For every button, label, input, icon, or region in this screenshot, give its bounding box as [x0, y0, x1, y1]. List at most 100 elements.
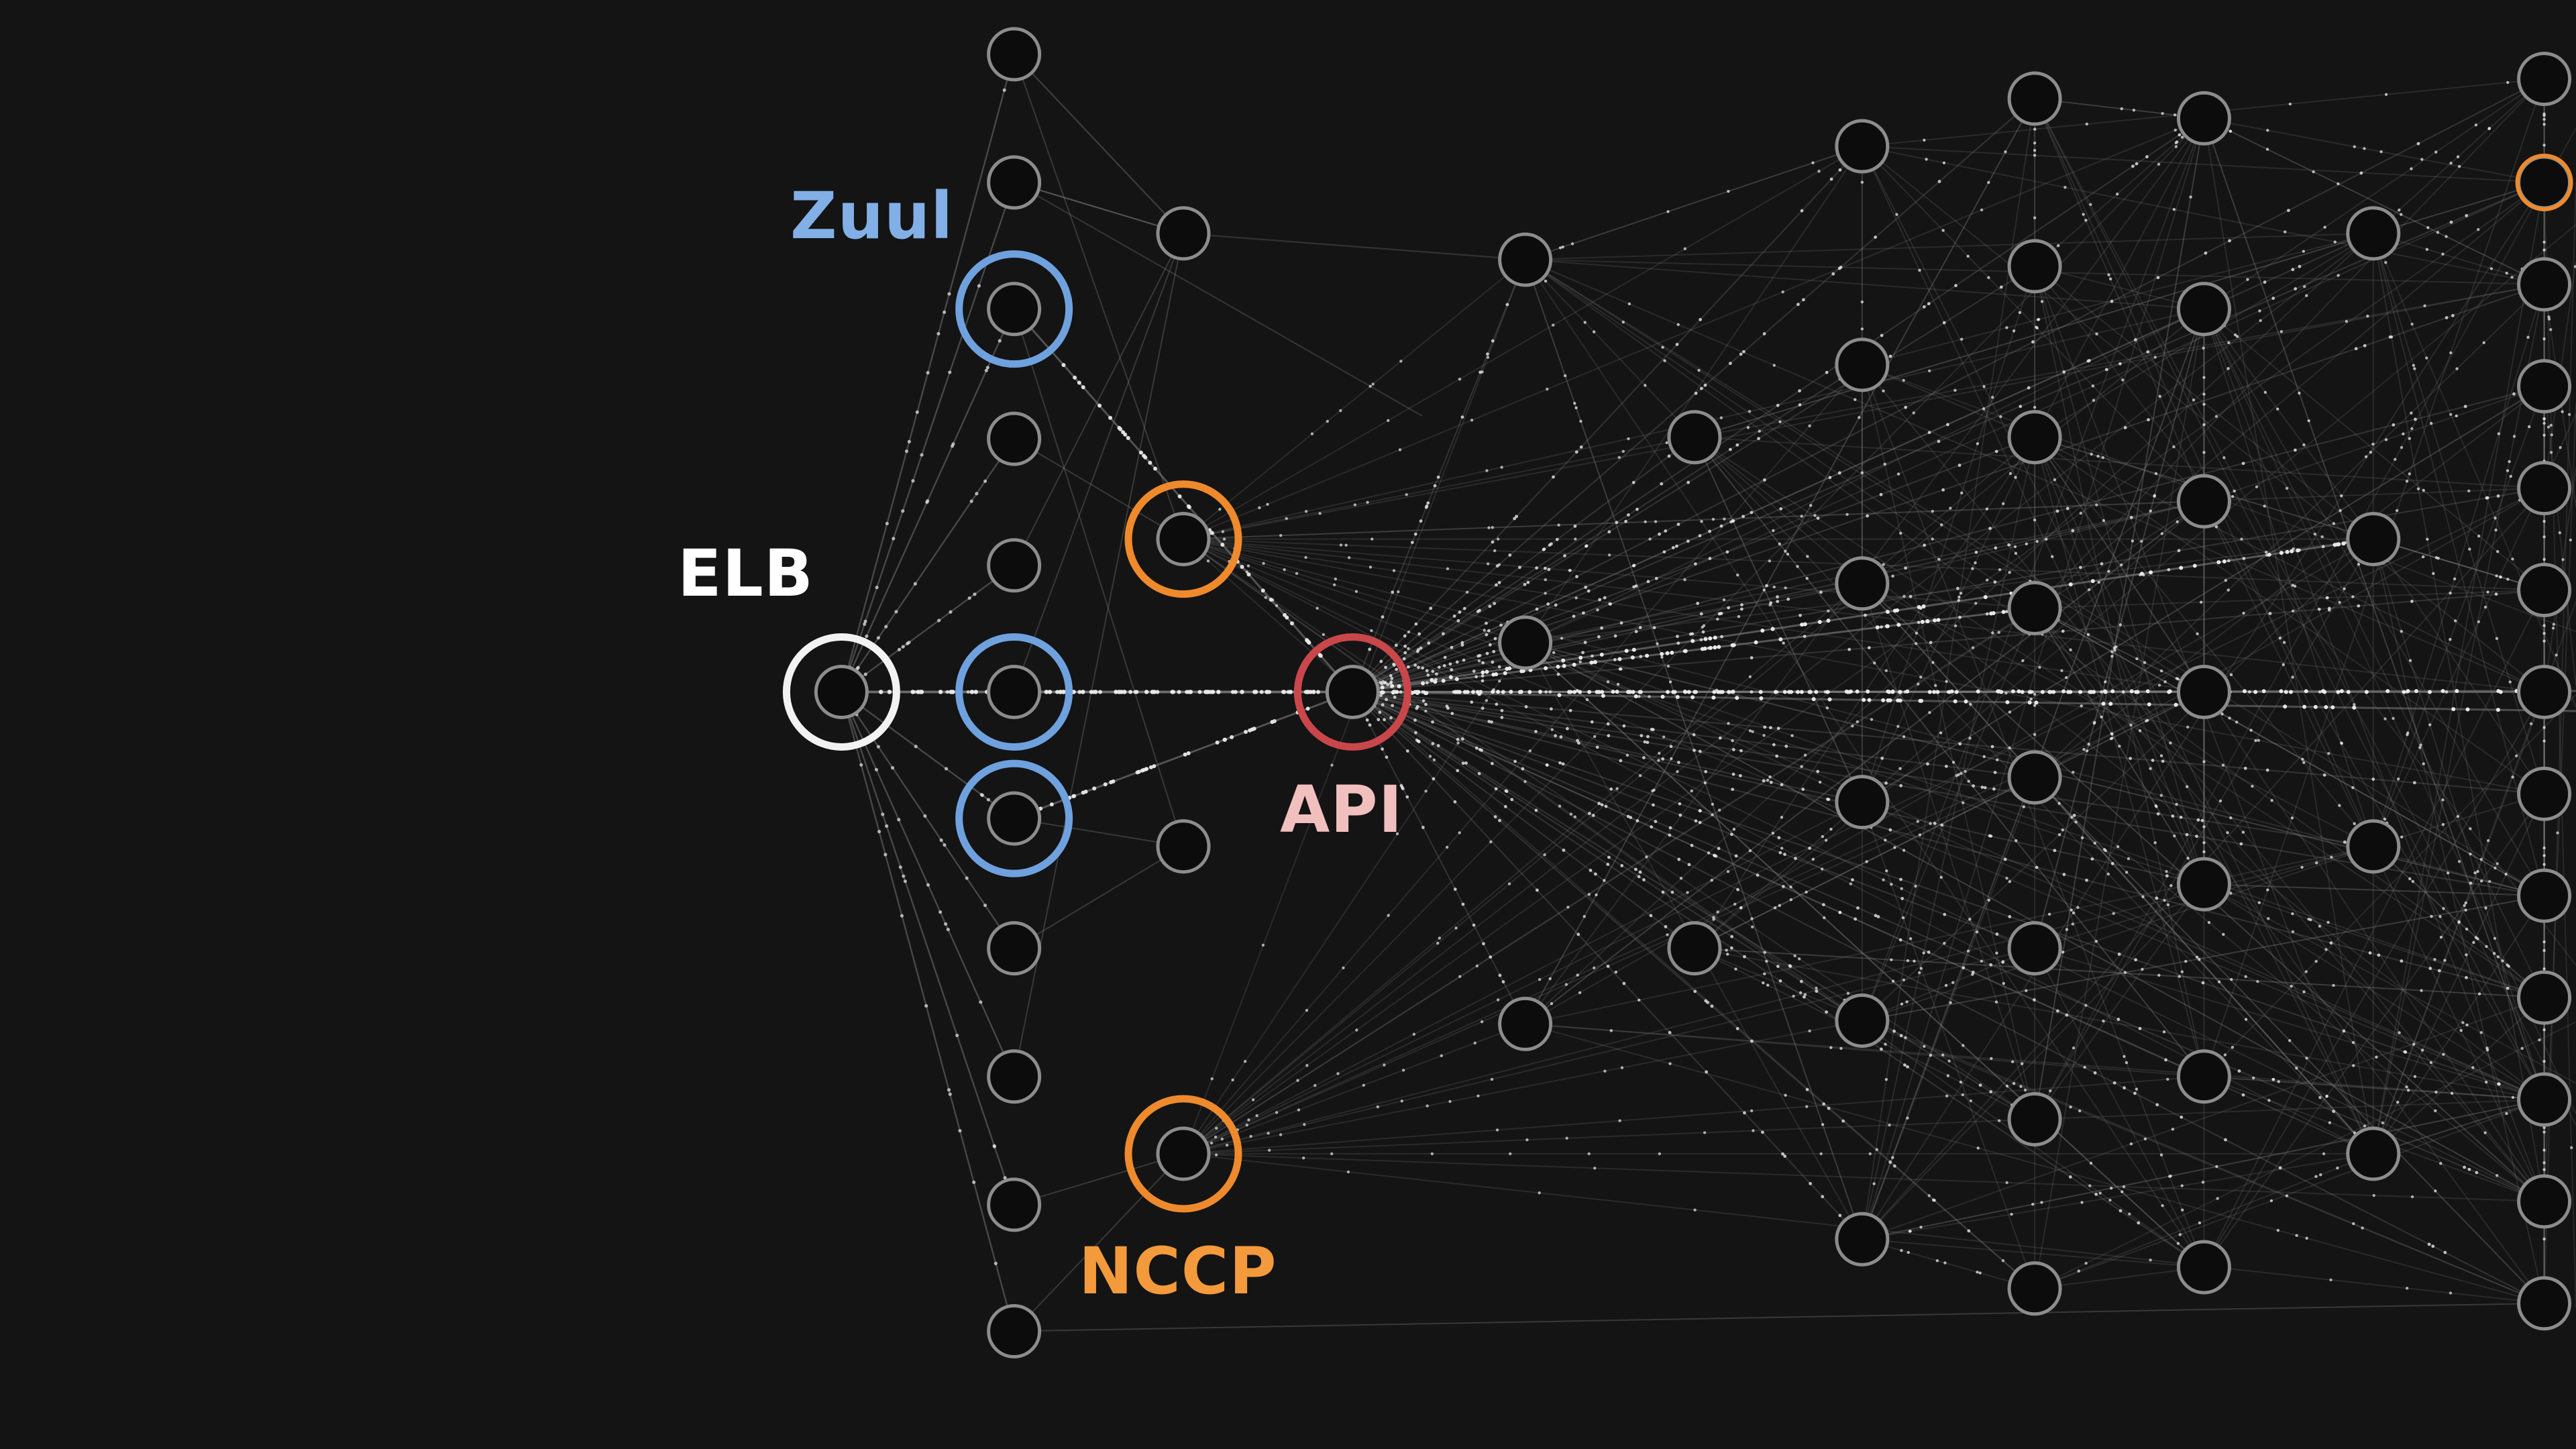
traffic-dot	[2420, 1049, 2424, 1052]
traffic-dot	[1933, 1199, 1936, 1202]
edge	[2204, 117, 2545, 285]
traffic-dot	[1805, 1105, 1809, 1108]
edge	[2372, 284, 2545, 1155]
traffic-dot	[1197, 690, 1202, 694]
traffic-dot	[1548, 977, 1552, 981]
traffic-dot	[1949, 506, 1952, 510]
traffic-dot	[1996, 689, 2000, 694]
traffic-dot	[865, 634, 869, 639]
traffic-dot	[1825, 1010, 1828, 1014]
traffic-dot	[2176, 678, 2180, 681]
traffic-dot	[1893, 846, 1896, 849]
traffic-dot	[1255, 1114, 1258, 1118]
edge	[1183, 801, 1863, 1155]
edge	[2372, 182, 2545, 1155]
traffic-dot	[1711, 517, 1715, 521]
traffic-dot	[1508, 553, 1512, 557]
traffic-dot	[1258, 506, 1261, 510]
traffic-dot	[1943, 1261, 1947, 1265]
traffic-dot	[2384, 261, 2387, 264]
traffic-dot	[2303, 285, 2306, 288]
traffic-dot	[1606, 680, 1610, 684]
traffic-dot	[2542, 1060, 2546, 1063]
traffic-dot	[1728, 362, 1732, 366]
traffic-dot	[1891, 1156, 1894, 1159]
edge	[1524, 259, 2205, 1268]
traffic-dot	[2263, 504, 2266, 508]
traffic-dot	[1272, 718, 1277, 723]
traffic-dot	[1322, 633, 1326, 637]
traffic-dot	[1472, 923, 1476, 927]
traffic-dot	[1565, 1136, 1568, 1140]
traffic-dot	[1581, 651, 1585, 655]
traffic-dot	[1761, 1130, 1764, 1134]
traffic-dot	[2070, 908, 2073, 912]
edge	[2204, 883, 2544, 897]
traffic-dot	[2336, 1166, 2339, 1170]
traffic-dot	[1267, 1148, 1271, 1152]
traffic-dot	[1252, 727, 1256, 731]
traffic-dot	[1453, 800, 1457, 804]
traffic-dot	[1898, 767, 1902, 770]
traffic-dot	[1648, 537, 1652, 541]
traffic-dot	[1904, 405, 1908, 409]
edge	[1352, 181, 2545, 693]
traffic-dot	[2089, 203, 2092, 206]
traffic-dot	[1726, 953, 1729, 956]
traffic-dot	[2369, 450, 2373, 454]
traffic-dot	[2160, 532, 2164, 535]
traffic-dot	[2351, 595, 2355, 598]
traffic-dot	[2237, 1069, 2241, 1073]
traffic-dot	[2166, 1077, 2169, 1081]
traffic-dot	[2101, 701, 2106, 706]
traffic-dot	[938, 690, 943, 694]
traffic-dot	[1906, 1065, 1909, 1069]
traffic-dot	[2147, 418, 2150, 422]
traffic-dot	[1231, 1078, 1234, 1081]
traffic-dot	[2573, 265, 2576, 268]
traffic-dot	[2555, 653, 2558, 657]
traffic-dot	[1898, 938, 1902, 942]
traffic-dot	[1799, 979, 1803, 983]
traffic-dot	[2514, 754, 2518, 757]
traffic-dot	[1240, 565, 1244, 570]
traffic-dot	[2420, 158, 2424, 161]
traffic-dot	[2290, 549, 2294, 553]
traffic-dot	[2085, 122, 2089, 126]
traffic-dot	[2259, 319, 2262, 323]
traffic-dot	[2412, 1042, 2416, 1046]
traffic-dot	[1789, 690, 1794, 694]
traffic-dot	[2421, 555, 2425, 559]
traffic-dot	[1185, 690, 1189, 694]
traffic-dot	[1975, 930, 1979, 934]
traffic-dot	[2493, 517, 2497, 520]
edge	[2373, 1099, 2544, 1155]
traffic-dot	[1403, 651, 1407, 655]
traffic-dot	[2001, 502, 2005, 506]
traffic-dot	[2463, 1165, 2466, 1169]
traffic-dot	[1568, 690, 1573, 694]
traffic-dot	[1739, 352, 1743, 356]
traffic-dot	[1456, 737, 1460, 741]
traffic-dot	[2061, 828, 2064, 832]
edge	[1861, 364, 2036, 1120]
edge	[2203, 308, 2545, 591]
traffic-dot	[2426, 537, 2429, 541]
traffic-dot	[1573, 401, 1576, 405]
traffic-dot	[1968, 737, 1972, 740]
traffic-dot	[1776, 595, 1779, 599]
traffic-dot	[1825, 370, 1829, 374]
traffic-dot	[1818, 780, 1822, 784]
traffic-dot	[2267, 917, 2270, 920]
traffic-dot	[2014, 551, 2018, 555]
traffic-dot	[2487, 127, 2491, 130]
traffic-dot	[1376, 1105, 1380, 1109]
traffic-dot	[2176, 520, 2179, 524]
edge	[1525, 1023, 2544, 1101]
edge	[1694, 947, 2544, 999]
traffic-dot	[2100, 715, 2103, 718]
traffic-dot	[1649, 914, 1653, 918]
traffic-dot	[2495, 637, 2499, 640]
traffic-dot	[1783, 1155, 1787, 1158]
traffic-dot	[1214, 1135, 1218, 1139]
